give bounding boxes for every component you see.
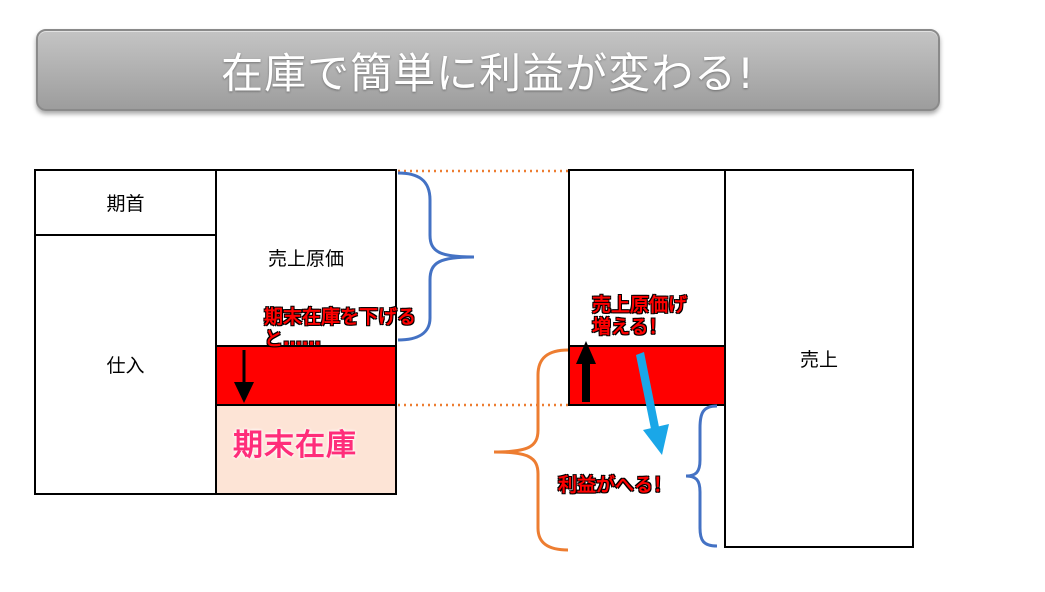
cogs-label: 売上原価 [267,248,344,270]
cogs-increase-note-line1: 売上原価げ [592,294,688,316]
down-arrow-icon [234,350,254,403]
cogs-increase-note: 売上原価げ 増える！ [592,294,687,338]
up-arrow-icon [576,341,596,402]
lower-inventory-note-line2: と…… [264,328,322,350]
orange-brace [493,348,569,552]
profit-decrease-note-text: 利益がへる！ [558,474,673,496]
ending-inventory-label: 期末在庫 [233,428,357,463]
blue-brace-right [685,404,718,548]
profit-decrease-note: 利益がへる！ [558,474,672,496]
ending-inventory-box [215,404,397,495]
blue-brace-left [397,171,475,342]
title-banner: 在庫で簡単に利益が変わる! [36,29,940,111]
sales-label: 売上 [799,349,838,371]
opening-inventory-label: 期首 [106,193,145,215]
lower-inventory-note-line1: 期末在庫を下げる [264,306,417,328]
purchase-label: 仕入 [106,355,145,377]
lower-inventory-note: 期末在庫を下げる と…… [264,306,416,350]
cogs-increase-note-line2: 増える！ [592,316,668,338]
sales-box: 売上 [724,169,914,548]
diagonal-arrow-icon [636,352,669,455]
slide-title: 在庫で簡単に利益が変わる! [221,48,755,98]
